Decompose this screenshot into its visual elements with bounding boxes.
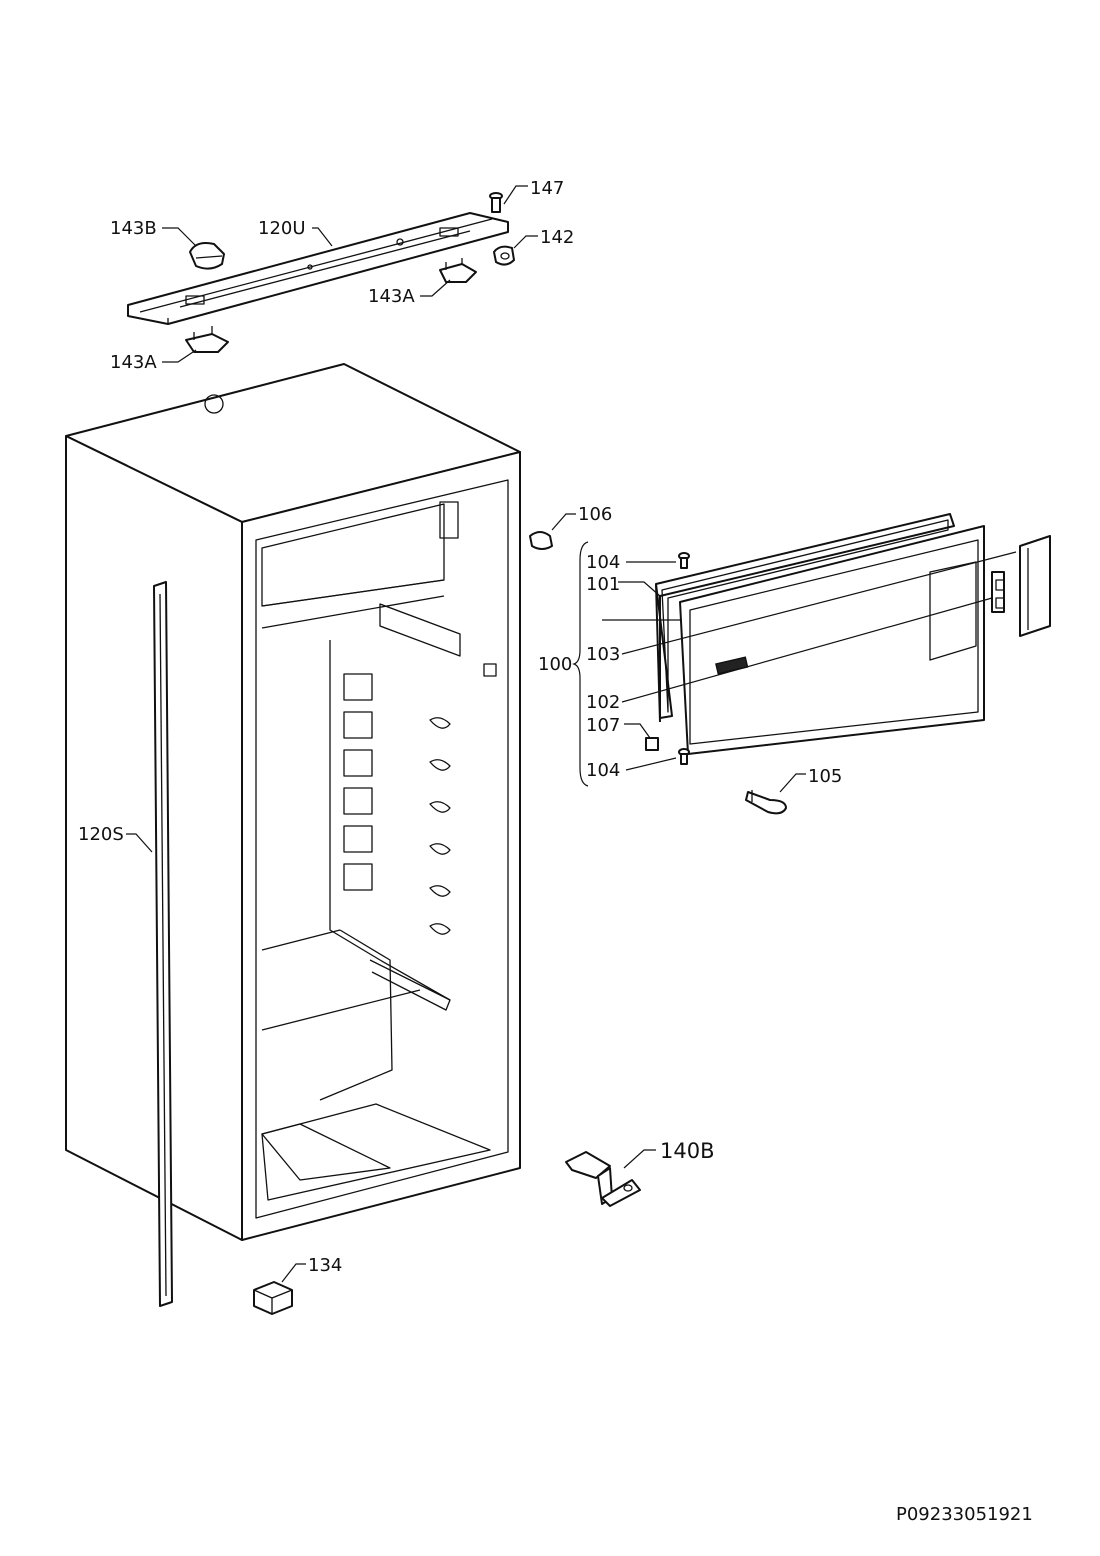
bottom-hinge-part-140B (565, 1151, 641, 1207)
callout-105: 105 (808, 766, 842, 787)
leader-103 (621, 551, 1017, 655)
screw-part-104-top (678, 552, 690, 569)
leader-143A-top (420, 279, 451, 297)
callout-101: 101 (586, 574, 620, 595)
drawing-code: P09233051921 (896, 1504, 1033, 1525)
callout-100: 100 (538, 654, 572, 675)
callout-104-bottom: 104 (586, 760, 620, 781)
pin-part-105 (745, 790, 787, 815)
callout-107: 107 (586, 715, 620, 736)
leader-106 (551, 513, 576, 531)
cap-part-106 (529, 531, 553, 550)
clip-part-107 (645, 737, 659, 751)
clip-part-142 (493, 245, 515, 266)
hinge-cover-part (1019, 535, 1051, 637)
cap-part-143B (189, 242, 225, 270)
leader-143B (162, 227, 197, 247)
screw-part-147 (489, 192, 503, 213)
callout-104-top: 104 (586, 552, 620, 573)
door-hinge-part (991, 571, 1005, 613)
cabinet-body-part (65, 363, 521, 1241)
callout-103: 103 (586, 644, 620, 665)
leader-147 (503, 185, 528, 205)
top-rail-part (127, 212, 509, 325)
leader-107 (624, 723, 651, 739)
screw-part-104-bottom (678, 748, 690, 765)
callout-143B: 143B (110, 218, 157, 239)
callout-120U: 120U (258, 218, 306, 239)
leader-143A-left (162, 349, 197, 363)
foot-part-134 (253, 1281, 293, 1315)
leader-140B (623, 1149, 656, 1169)
cover-part-143A-top (439, 258, 477, 283)
leader-142 (513, 235, 538, 249)
callout-143A-top: 143A (368, 286, 415, 307)
door-panel-part-103 (679, 525, 985, 755)
callout-120S: 120S (78, 824, 124, 845)
door-assembly-brace (572, 541, 589, 787)
leader-120U (312, 227, 333, 247)
leader-134 (281, 1263, 306, 1283)
callout-106: 106 (578, 504, 612, 525)
callout-143A-left: 143A (110, 352, 157, 373)
callout-140B: 140B (660, 1139, 715, 1163)
leader-104-bottom (625, 757, 677, 771)
leader-120S (126, 833, 153, 853)
callout-142: 142 (540, 227, 574, 248)
callout-134: 134 (308, 1255, 342, 1276)
cover-part-143A-left (185, 326, 229, 353)
leader-101 (618, 581, 661, 597)
leader-102 (621, 597, 993, 703)
leader-105 (779, 773, 806, 793)
side-strip-part-120S (153, 581, 173, 1307)
callout-147: 147 (530, 178, 564, 199)
callout-102: 102 (586, 692, 620, 713)
